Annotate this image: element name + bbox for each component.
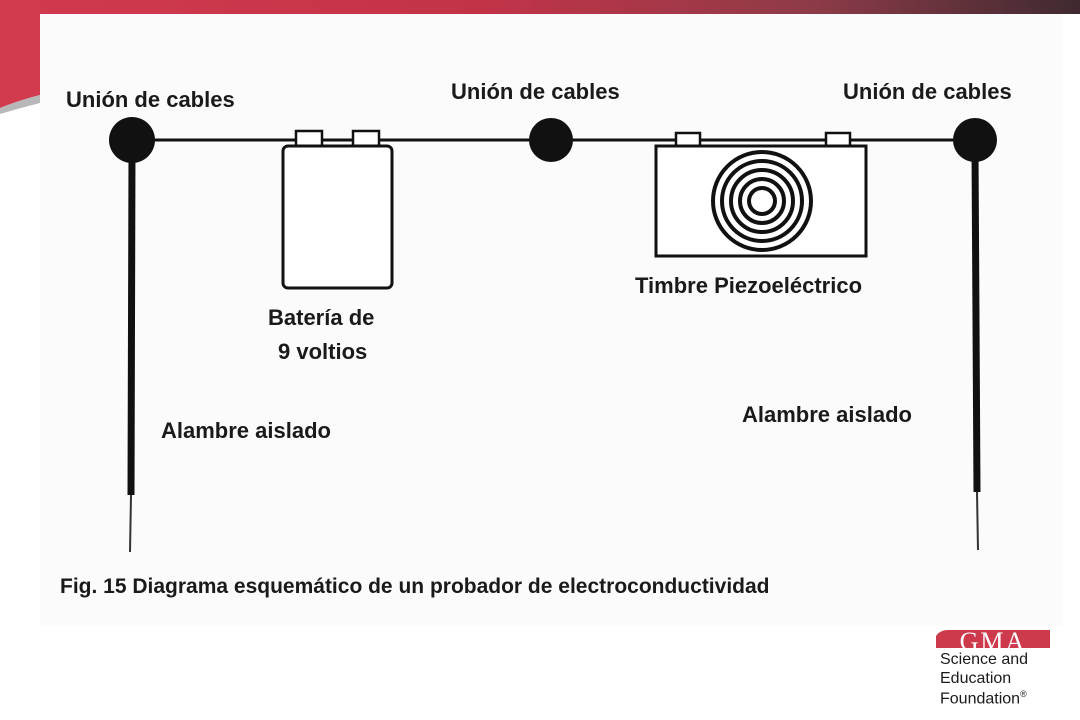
junction-right [953,118,997,162]
battery-9v [281,129,394,290]
junction-center [529,118,573,162]
label-junction-center: Unión de cables [451,79,620,104]
right-insulated-wire [971,149,981,493]
logo-line-science: Science and [940,651,1029,668]
label-battery-line2: 9 voltios [278,339,368,364]
logo-line-education: Education [940,670,1012,687]
junction-left [109,117,155,163]
logo-line-foundation: Foundation® [940,690,1027,707]
label-buzzer: Timbre Piezoeléctrico [635,273,863,298]
diagram-panel [40,14,1062,626]
right-bare-wire-tip [976,491,979,551]
label-battery-line1: Batería de [268,305,375,330]
left-insulated-wire [127,149,136,496]
label-junction-right: Unión de cables [843,79,1012,104]
left-brand-ribbon [0,0,40,114]
gma-logo: GMA Science and Education Foundation® [936,630,1056,710]
label-wire-left: Alambre aislado [161,418,331,443]
figure-caption: Fig. 15 Diagrama esquemático de un proba… [60,575,770,598]
label-junction-left: Unión de cables [66,87,235,112]
gma-logo-mark [936,630,1050,648]
logo-line-foundation-text: Foundation [940,690,1021,708]
label-wire-right: Alambre aislado [742,402,912,427]
left-bare-wire-tip [129,494,132,553]
piezo-buzzer [654,131,868,258]
registered-mark: ® [1020,689,1027,699]
top-brand-band [0,0,1080,14]
